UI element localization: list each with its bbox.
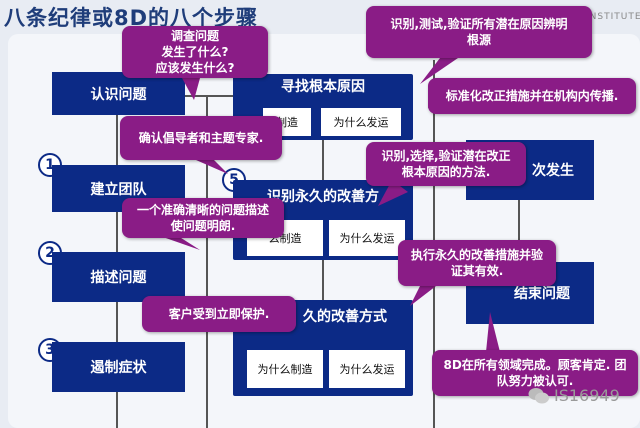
callout-implement: 执行永久的改善措施并验 证其有效. — [398, 240, 556, 286]
step-label: 建立团队 — [90, 181, 147, 198]
top-connector — [185, 95, 235, 97]
step-contain-symptoms[interactable]: 遏制症状 — [52, 342, 185, 392]
step-label: 结束问题 — [514, 286, 570, 302]
mid-connector — [206, 95, 208, 428]
center-connector — [322, 140, 324, 180]
root-cause-right: 为什么发运 — [321, 108, 401, 136]
step-describe-problem[interactable]: 描述问题 — [52, 252, 185, 302]
step6-title: 久的改善方式 — [303, 309, 387, 325]
callout-permanent-fix: 识别,选择,验证潜在改正 根本原因的方法. — [366, 142, 526, 186]
left-connector — [116, 212, 118, 252]
step-label: 遏制症状 — [90, 360, 147, 376]
step-recognize-problem[interactable]: 认识问题 — [52, 72, 185, 115]
step6-left: 为什么制造 — [247, 350, 323, 388]
step-label: 次发生 — [532, 163, 574, 179]
step-label: 认识问题 — [90, 86, 147, 103]
left-connector — [116, 392, 118, 428]
step6-right: 为什么发运 — [329, 350, 405, 388]
callout-complete: 8D在所有领域完成。顾客肯定. 团 队努力被认可. — [432, 350, 638, 396]
watermark-text: IS16949 — [554, 386, 620, 405]
callout-team: 确认倡导者和主题专家. — [120, 116, 282, 160]
callout-protect: 客户受到立即保护. — [142, 296, 296, 332]
left-connector — [116, 302, 118, 342]
center-connector — [322, 260, 324, 300]
step5-title: 识别永久的改善方 — [267, 189, 379, 205]
wechat-icon — [528, 387, 549, 403]
callout-describe: 一个准确清晰的问题描述 使问题明朗. — [122, 198, 284, 238]
step-label: 描述问题 — [90, 270, 147, 286]
left-connector — [116, 115, 118, 165]
callout-investigate: 调查问题 发生了什么? 应该发生什么? — [122, 26, 268, 78]
root-cause-title: 寻找根本原因 — [281, 79, 365, 95]
step5-right: 为什么发运 — [329, 220, 405, 256]
right-connector — [518, 200, 520, 260]
institute-label: INSTITUTE — [586, 12, 640, 22]
callout-root-cause: 识别,测试,验证所有潜在原因辨明 根源 — [366, 6, 592, 58]
callout-standardize: 标准化改正措施并在机构内传播. — [428, 78, 636, 114]
watermark: IS16949 — [528, 386, 620, 405]
